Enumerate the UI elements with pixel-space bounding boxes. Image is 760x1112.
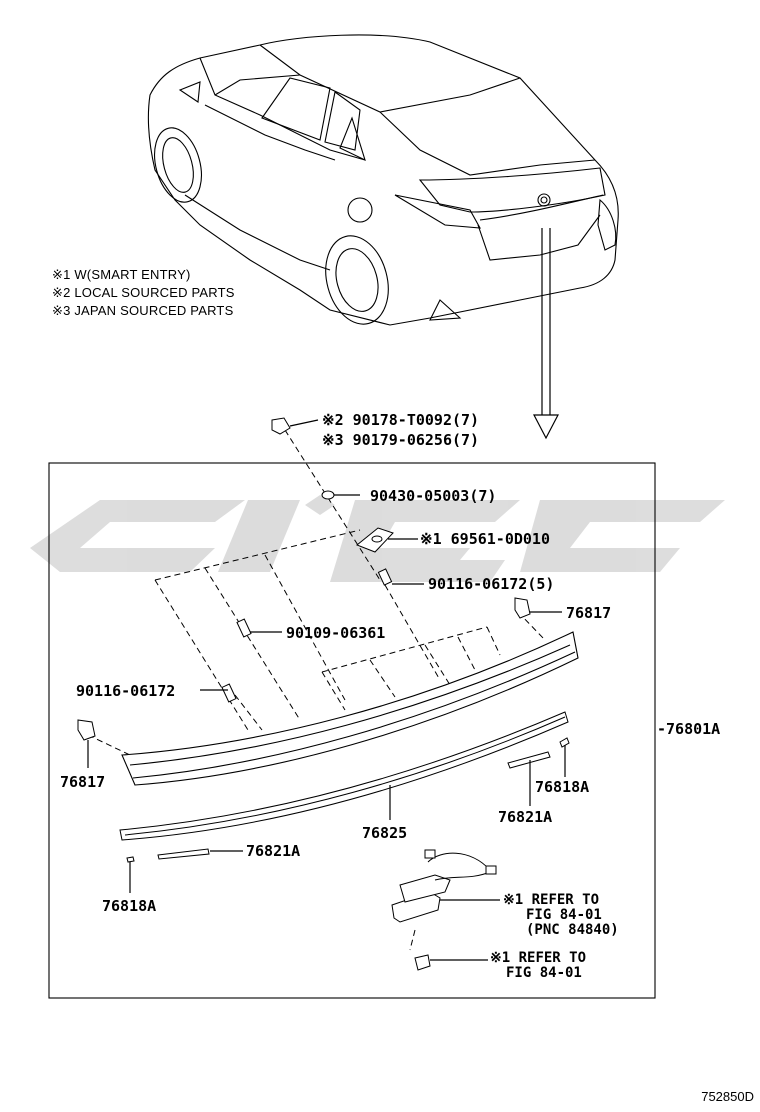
part-label: ※1 69561-0D010	[420, 530, 550, 548]
assembly-frame	[48, 462, 656, 999]
car-illustration	[147, 34, 619, 326]
part-label: ※1 REFER TO	[490, 950, 587, 966]
arrow-down-icon	[533, 228, 559, 440]
part-label: 76825	[362, 824, 408, 842]
legend: ※1 W(SMART ENTRY) ※2 LOCAL SOURCED PARTS…	[52, 266, 235, 320]
part-label: 76818A	[102, 897, 157, 915]
part-label: FIG 84-01	[526, 907, 602, 923]
part-label: 90430-05003(7)	[370, 487, 497, 505]
part-label: ※2 90178-T0092(7)	[322, 411, 480, 429]
back-door-garnish	[121, 631, 579, 786]
legend-item: ※2 LOCAL SOURCED PARTS	[52, 285, 235, 300]
dashed-guides	[87, 429, 546, 951]
watermark	[30, 495, 725, 582]
legend-item: ※1 W(SMART ENTRY)	[52, 267, 191, 282]
tape-strips	[126, 737, 570, 863]
garnish-moulding	[119, 711, 569, 841]
part-label: 90116-06172(5)	[428, 575, 555, 593]
part-label: -76801A	[657, 720, 721, 738]
part-label: (PNC 84840)	[526, 922, 619, 938]
legend-item: ※3 JAPAN SOURCED PARTS	[52, 303, 234, 318]
part-label: 76817	[60, 773, 106, 791]
fasteners	[77, 417, 531, 971]
part-label: ※3 90179-06256(7)	[322, 431, 480, 449]
diagram-code: 752850D	[701, 1089, 754, 1104]
part-label: 90109-06361	[286, 624, 386, 642]
part-label: 76821A	[498, 808, 553, 826]
part-label: 76821A	[246, 842, 301, 860]
part-label: ※1 REFER TO	[503, 892, 600, 908]
part-label: 76817	[566, 604, 612, 622]
leader-lines	[87, 419, 566, 961]
part-label: 76818A	[535, 778, 590, 796]
part-label: 90116-06172	[76, 682, 176, 700]
part-label: FIG 84-01	[506, 965, 582, 981]
